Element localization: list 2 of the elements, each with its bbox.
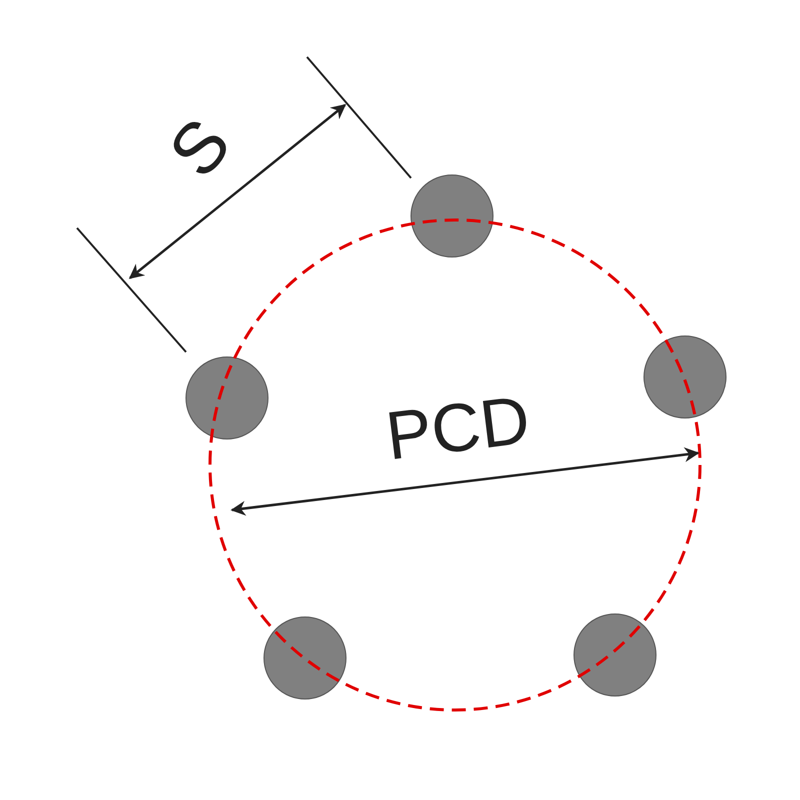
- dimension-label: S: [157, 106, 244, 190]
- dimension-label: PCD: [382, 386, 534, 470]
